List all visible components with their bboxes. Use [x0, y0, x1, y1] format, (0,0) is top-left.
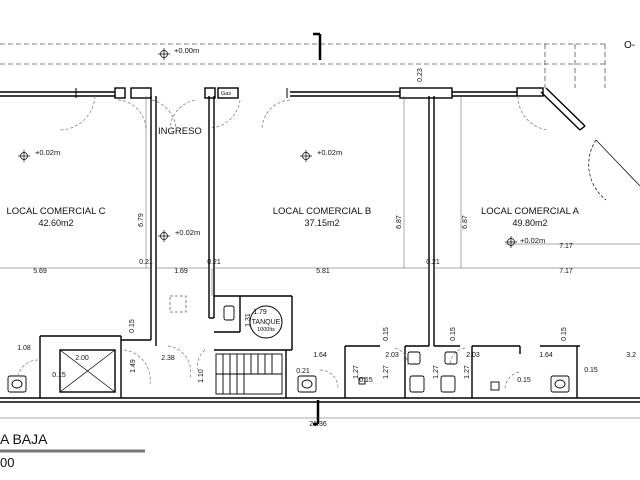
dim-6-79: 6.79	[138, 213, 145, 227]
dim-2-00: 2.00	[75, 355, 89, 362]
level-a: +0.02m	[520, 236, 545, 245]
dim-2-03-a: 2.03	[385, 352, 399, 359]
water-tank-symbol	[249, 305, 283, 339]
dim-0-21-a: 0.21	[139, 259, 153, 266]
dim-1-64-a: 1.64	[313, 352, 327, 359]
dim-0-15-h: 0.15	[584, 367, 598, 374]
dim-21-36: 21.36	[309, 421, 327, 428]
dim-0-15-c: 0.15	[450, 327, 457, 341]
dim-3-2: 3.2	[626, 352, 636, 359]
dim-1-27-a: 1.27	[353, 365, 360, 379]
dim-0-15-d: 0.15	[561, 327, 568, 341]
bottom-wall	[0, 397, 640, 403]
service-block	[39, 295, 580, 398]
dim-6-87-b: 6.87	[462, 215, 469, 229]
dimension-lines	[0, 96, 640, 419]
ingreso-label: INGRESO	[158, 126, 202, 137]
dim-6-87-a: 6.87	[396, 215, 403, 229]
dim-5-69: 5.69	[33, 268, 47, 275]
plan-scale: 00	[0, 455, 14, 470]
dim-1-27-b: 1.27	[383, 365, 390, 379]
level-markers	[18, 48, 517, 248]
dim-1-49: 1.49	[130, 359, 137, 373]
room-area-b: 37.15m2	[304, 218, 339, 228]
dim-1-27-c: 1.27	[433, 365, 440, 379]
angled-door	[588, 139, 640, 201]
level-corridor: +0.02m	[175, 228, 200, 237]
bath-door-swings	[17, 345, 520, 391]
dim-7-17-low: 7.17	[559, 268, 573, 275]
stairs	[215, 353, 283, 395]
dim-0-23: 0.23	[417, 68, 424, 82]
level-c: +0.02m	[35, 148, 60, 157]
internal-walls	[121, 96, 435, 346]
toilet-fixtures	[7, 305, 570, 393]
room-area-c: 42.60m2	[38, 218, 73, 228]
front-wall	[0, 87, 544, 99]
gas-label: Gas	[221, 91, 231, 97]
level-top: +0.00m	[174, 46, 199, 55]
dim-7-17-high: 7.17	[559, 243, 573, 250]
dim-1-79: 1.79	[253, 309, 267, 316]
angled-wall	[540, 87, 586, 131]
dim-1-08: 1.08	[17, 345, 31, 352]
dim-0-15-a: 0.15	[129, 319, 136, 333]
room-area-a: 49.80m2	[512, 218, 547, 228]
room-name-c: LOCAL COMERCIAL C	[6, 206, 105, 217]
top-right-label: O-	[624, 40, 635, 51]
dim-0-15-b: 0.15	[383, 327, 390, 341]
dim-2-03-b: 2.03	[466, 352, 480, 359]
dim-0-15-g: 0.15	[517, 377, 531, 384]
dim-5-81: 5.81	[316, 268, 330, 275]
elevator-cross	[59, 349, 116, 393]
dim-0-21-c: 0.21	[426, 259, 440, 266]
plan-title: A BAJA	[0, 431, 48, 447]
tanque-capacity: 1000lts	[257, 327, 275, 333]
room-name-a: LOCAL COMERCIAL A	[481, 206, 580, 217]
small-dashed-box	[169, 295, 187, 313]
dim-1-31: 1.31	[245, 313, 252, 327]
dim-1-64-b: 1.64	[539, 352, 553, 359]
dim-0-21-b: 0.21	[207, 259, 221, 266]
room-name-b: LOCAL COMERCIAL B	[273, 206, 372, 217]
dim-1-27-d: 1.27	[464, 365, 471, 379]
door-swings-front	[59, 95, 549, 131]
dim-2-38: 2.38	[161, 355, 175, 362]
dim-0-15-e: 0.15	[52, 372, 66, 379]
dim-1-10: 1.10	[198, 369, 205, 383]
dim-0-21-d: 0.21	[296, 368, 310, 375]
level-b: +0.02m	[317, 148, 342, 157]
dim-1-69: 1.69	[174, 268, 188, 275]
tanque-label: TANQUE	[252, 319, 281, 326]
top-boundary	[0, 43, 608, 88]
dim-0-15-f: 0.15	[359, 377, 373, 384]
